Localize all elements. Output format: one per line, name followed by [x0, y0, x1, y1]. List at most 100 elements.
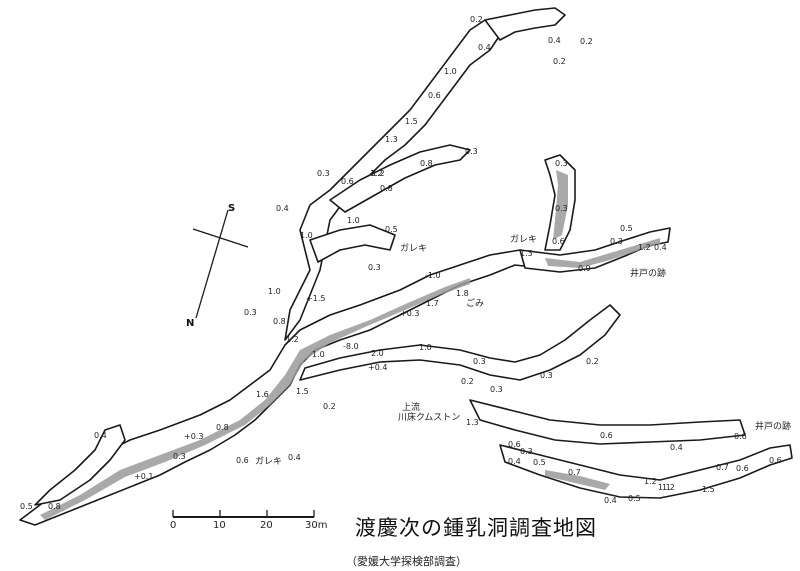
- scale-tick-10: 10: [213, 520, 226, 531]
- compass-south-label: S: [228, 203, 236, 214]
- compass-north-label: N: [186, 318, 195, 329]
- depth-label: 1.0: [312, 350, 325, 359]
- depth-label: 0.8: [273, 317, 286, 326]
- depth-label: 1.3: [385, 135, 398, 144]
- depth-label: 0.2: [586, 357, 599, 366]
- depth-label: 0.4: [478, 43, 491, 52]
- depth-label: 0.6: [428, 91, 441, 100]
- depth-label: 0.5: [385, 225, 398, 234]
- depth-label: 0.3: [540, 371, 553, 380]
- depth-label: 0.4: [654, 243, 667, 252]
- depth-label: 0.8: [216, 423, 229, 432]
- depth-label: +0.3: [400, 309, 420, 318]
- scale-tick-0: 0: [170, 520, 177, 531]
- depth-label: 0.4: [94, 431, 107, 440]
- depth-label: 0.3: [368, 263, 381, 272]
- depth-label: 1.1: [658, 483, 671, 492]
- depth-label: 0.6: [600, 431, 613, 440]
- upper-mid-branch: [329, 144, 471, 213]
- southeast-passage: [469, 399, 746, 445]
- depth-label: 0.3: [244, 308, 257, 317]
- depth-label: 1.7: [426, 299, 439, 308]
- annotation-gareki: ガレキ: [400, 244, 428, 254]
- depth-label: +0.3: [184, 432, 204, 441]
- annotation-gareki: ガレキ: [255, 457, 283, 467]
- lower-left-branch: [34, 424, 126, 506]
- depth-label: 0.3: [465, 147, 478, 156]
- depth-label: 2.0: [371, 349, 384, 358]
- south-passage: [499, 444, 793, 499]
- depth-label: 0.3: [520, 447, 533, 456]
- depth-label: 0.4: [288, 453, 301, 462]
- depth-label: -1.0: [425, 271, 441, 280]
- depth-label: 1.0: [347, 216, 360, 225]
- depth-label: 0.6: [736, 464, 749, 473]
- depth-label: 0.3: [317, 169, 330, 178]
- depth-label: 0.9: [578, 264, 591, 273]
- annotation-gareki: ガレキ: [510, 235, 538, 245]
- depth-label: 0.3: [555, 159, 568, 168]
- east-upper-floor: [545, 238, 660, 268]
- scale-tick-30m: 30m: [305, 520, 328, 531]
- depth-label: 1.2: [286, 335, 299, 344]
- depth-label: 1.5: [296, 387, 309, 396]
- depth-label: 1.0: [300, 231, 313, 240]
- depth-label: 1.5: [405, 117, 418, 126]
- depth-label: +0.4: [368, 363, 388, 372]
- depth-label: 1.5: [702, 485, 715, 494]
- depth-label: 0.4: [508, 457, 521, 466]
- map-title: 渡慶次の鍾乳洞調査地図: [355, 516, 597, 540]
- depth-label: 0.6: [734, 432, 747, 441]
- depth-label: 0.3: [473, 357, 486, 366]
- depth-label: 0.4: [276, 204, 289, 213]
- annotation-upstream: 上流: [402, 403, 421, 413]
- depth-label: 1.0: [268, 287, 281, 296]
- depth-label: 0.4: [548, 36, 561, 45]
- annotation-well: 井戸の跡: [630, 269, 667, 279]
- depth-label: 0.3: [555, 204, 568, 213]
- depth-label: 0.8: [420, 159, 433, 168]
- depth-label: 0.6: [341, 177, 354, 186]
- depth-label: 0.6: [769, 456, 782, 465]
- depth-label: 0.7: [716, 463, 729, 472]
- depth-label: 0.4: [604, 496, 617, 505]
- loop-passage: [309, 224, 396, 263]
- scale-bar: [172, 510, 315, 518]
- depth-label: 0.3: [610, 237, 623, 246]
- depth-label: 0.5: [628, 494, 641, 503]
- depth-label: 0.2: [580, 37, 593, 46]
- depth-label: 0.8: [380, 184, 393, 193]
- scale-tick-20: 20: [260, 520, 273, 531]
- top-hook: [484, 7, 566, 41]
- annotation-riverbed: 川床クムストン: [398, 413, 461, 423]
- depth-label: 1.8: [456, 289, 469, 298]
- depth-label: 1.2: [370, 169, 383, 178]
- depth-label: +0.1: [134, 472, 154, 481]
- depth-label: 0.3: [173, 452, 186, 461]
- depth-label: 1.6: [256, 390, 269, 399]
- depth-label: 1.0: [444, 67, 457, 76]
- depth-label: 1.3: [520, 249, 533, 258]
- depth-label: 0.2: [553, 57, 566, 66]
- depth-label: +1.5: [306, 294, 326, 303]
- depth-label: 0.6: [552, 237, 565, 246]
- depth-label: 0.7: [568, 468, 581, 477]
- annotation-well: 井戸の跡: [755, 422, 792, 432]
- depth-label: 1.2: [638, 243, 651, 252]
- map-credit: （愛媛大学探検部調査）: [346, 555, 467, 568]
- depth-label: 0.4: [670, 443, 683, 452]
- annotation-gomi: ごみ: [466, 299, 485, 309]
- depth-label: 0.5: [620, 224, 633, 233]
- depth-label: 0.2: [461, 377, 474, 386]
- depth-label: 0.6: [236, 456, 249, 465]
- south-floor: [545, 470, 610, 490]
- depth-label: 0.5: [20, 502, 33, 511]
- depth-label: 1.2: [372, 169, 385, 178]
- depth-label: 0.3: [490, 385, 503, 394]
- depth-label: -8.0: [343, 342, 359, 351]
- compass: [192, 209, 249, 319]
- east-spur-floor: [553, 170, 568, 240]
- depth-label: 0.2: [470, 15, 483, 24]
- depth-label: 1.2: [662, 483, 675, 492]
